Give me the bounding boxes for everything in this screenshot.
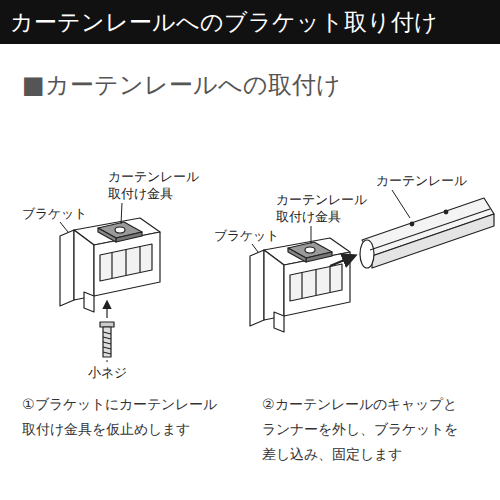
part-label: カーテンレール 取付け金具 <box>108 168 204 202</box>
part-label: 小ネジ <box>88 364 148 381</box>
part-label: ブラケット <box>22 205 102 222</box>
part-label: カーテンレール 取付け金具 <box>276 191 372 225</box>
part-label: カーテンレール <box>376 172 486 189</box>
section-heading: ■カーテンレールへの取付け <box>22 70 482 100</box>
part-label: ブラケット <box>214 227 294 244</box>
step-caption: ①ブラケットにカーテンレール 取付け金具を仮止めします <box>22 392 227 442</box>
step-caption: ②カーテンレールのキャップと ランナーを外し、ブラケットを 差し込み、固定します <box>262 392 466 467</box>
header-title: カーテンレールへのブラケット取り付け <box>10 8 495 36</box>
